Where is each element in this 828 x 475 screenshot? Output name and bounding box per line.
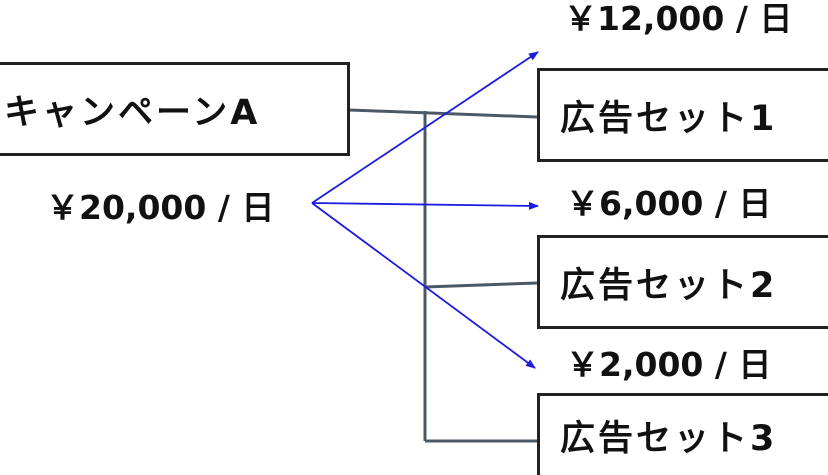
budget-arrow-to-adset-3: [311, 202, 536, 369]
adset-3-budget: ￥2,000 / 日: [566, 345, 772, 384]
budget-arrow-to-adset-1: [311, 51, 539, 204]
adset-1-box: 広告セット1: [537, 68, 828, 162]
connector-trunk-to-adset-2: [424, 281, 538, 289]
adset-2-budget: ￥6,000 / 日: [566, 184, 772, 223]
adset-1-label: 広告セット1: [560, 98, 778, 139]
adset-1-budget: ￥12,000 / 日: [564, 0, 793, 38]
adset-3-box: 広告セット3: [537, 393, 828, 475]
campaign-box: キャンペーンA: [0, 62, 350, 156]
campaign-label: キャンペーンA: [4, 92, 261, 133]
adset-2-label: 広告セット2: [560, 265, 778, 306]
campaign-budget: ￥20,000 / 日: [46, 188, 275, 227]
adset-2-box: 広告セット2: [537, 235, 828, 329]
adset-3-label: 広告セット3: [560, 419, 778, 459]
budget-arrow-to-adset-2: [311, 201, 539, 210]
connector-campaign-to-adset-1: [349, 108, 538, 119]
